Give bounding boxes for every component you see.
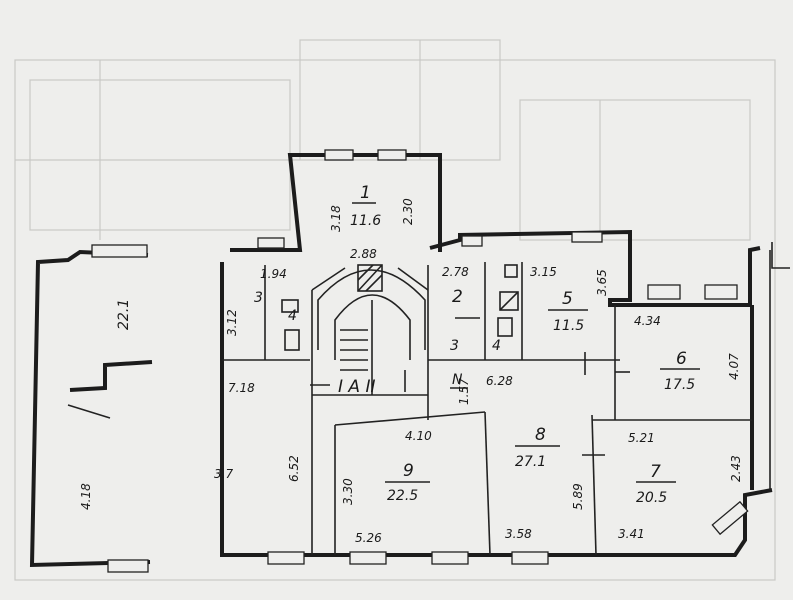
room-9-area: 22.5 [387,488,418,504]
dim-3-30: 3.30 [341,478,355,505]
window-bottom-3 [431,551,469,565]
dim-3-18: 3.18 [329,205,343,232]
dim-7-18: 7.18 [228,381,255,395]
toilet-right [497,317,513,337]
ghost-background-plan [14,39,776,581]
bath-right [499,291,519,311]
dim-5-21: 5.21 [628,431,655,445]
dim-3-15: 3.15 [530,265,557,279]
stair-steps [340,329,368,371]
dim-5-26: 5.26 [355,531,382,545]
window-bottom-2 [349,551,387,565]
dim-2-78: 2.78 [442,265,469,279]
n-mark: N [452,372,463,388]
window-r1-b [377,149,407,161]
dim-4-34: 4.34 [634,314,661,328]
window-left-bottom [107,559,149,573]
dim-1-94: 1.94 [260,267,287,281]
window-r5 [571,231,603,243]
room-5-number: 5 [562,289,573,309]
dimension-labels: 3.18 2.30 2.88 1.94 3.12 2.78 3.15 3.65 … [79,198,743,545]
window-bottom-4 [511,551,549,565]
left-wing-wall [29,249,151,568]
room-labels: 1 11.6 2 5 11.5 6 17.5 7 20.5 8 27.1 9 2… [116,183,700,506]
dim-4-07: 4.07 [727,353,741,380]
dim-2-43: 2.43 [729,455,743,482]
room-9-number: 9 [403,461,414,481]
bay-wall [230,153,442,252]
window-r2 [461,235,483,247]
dim-3-7: 3.7 [214,467,233,481]
corridor-marks: I A II N [338,372,463,397]
stair-arch-inner [334,294,411,360]
small-room-4-right: 4 [492,338,501,354]
dim-2-88: 2.88 [350,247,377,261]
walls [29,153,773,568]
window-left-top [91,244,148,258]
window-r7-diag [711,500,749,536]
room-6-area: 17.5 [664,377,695,393]
room-1-area: 11.6 [350,213,381,229]
room-5-area: 11.5 [553,318,584,334]
small-room-3-right: 3 [450,338,459,354]
left-wing-inner-wall [69,360,153,392]
partition-r9-r8 [484,411,491,556]
window-bottom-1 [267,551,305,565]
room-8-number: 8 [535,425,546,445]
room-7-number: 7 [650,462,661,482]
dim-3-65: 3.65 [595,269,609,296]
dim-6-28: 6.28 [486,374,513,388]
room-8-area: 27.1 [515,454,546,470]
stair-mark: I A II [338,377,375,397]
stair-diagonal-left [311,267,346,291]
room-2-number: 2 [452,287,463,307]
small-room-3-left: 3 [254,290,263,306]
left-room-area: 22.1 [116,299,132,330]
partition-r9-top [334,411,486,426]
dim-6-52: 6.52 [287,455,301,482]
window-r6-a [647,284,681,300]
windows [91,149,749,573]
stair-arch [317,269,426,350]
dim-4-10: 4.10 [405,429,432,443]
room-1-number: 1 [360,183,371,203]
dim-5-89: 5.89 [571,483,585,510]
dim-3-58: 3.58 [505,527,532,541]
small-room-4-left: 4 [288,308,297,324]
dim-3-41: 3.41 [618,527,645,541]
window-top-left [257,237,285,249]
main-north-wall [220,262,773,557]
window-r1-a [324,149,354,161]
stair-diagonal-right [397,267,429,291]
sink-left [281,299,299,313]
room-6-number: 6 [676,349,687,369]
stair-hatch [357,264,383,292]
left-wing-diagonal [67,404,111,419]
window-r6-b [704,284,738,300]
dim-4-18: 4.18 [79,483,93,510]
dim-1-57: 1.57 [457,378,471,405]
room-7-area: 20.5 [636,490,667,506]
toilet-left [284,329,300,351]
edge-mark [771,242,790,269]
partition-r8-r7 [591,414,597,556]
main-north-right [429,229,761,307]
dim-2-30: 2.30 [401,198,415,225]
dim-3-12: 3.12 [225,309,239,336]
sink-right [504,264,518,278]
